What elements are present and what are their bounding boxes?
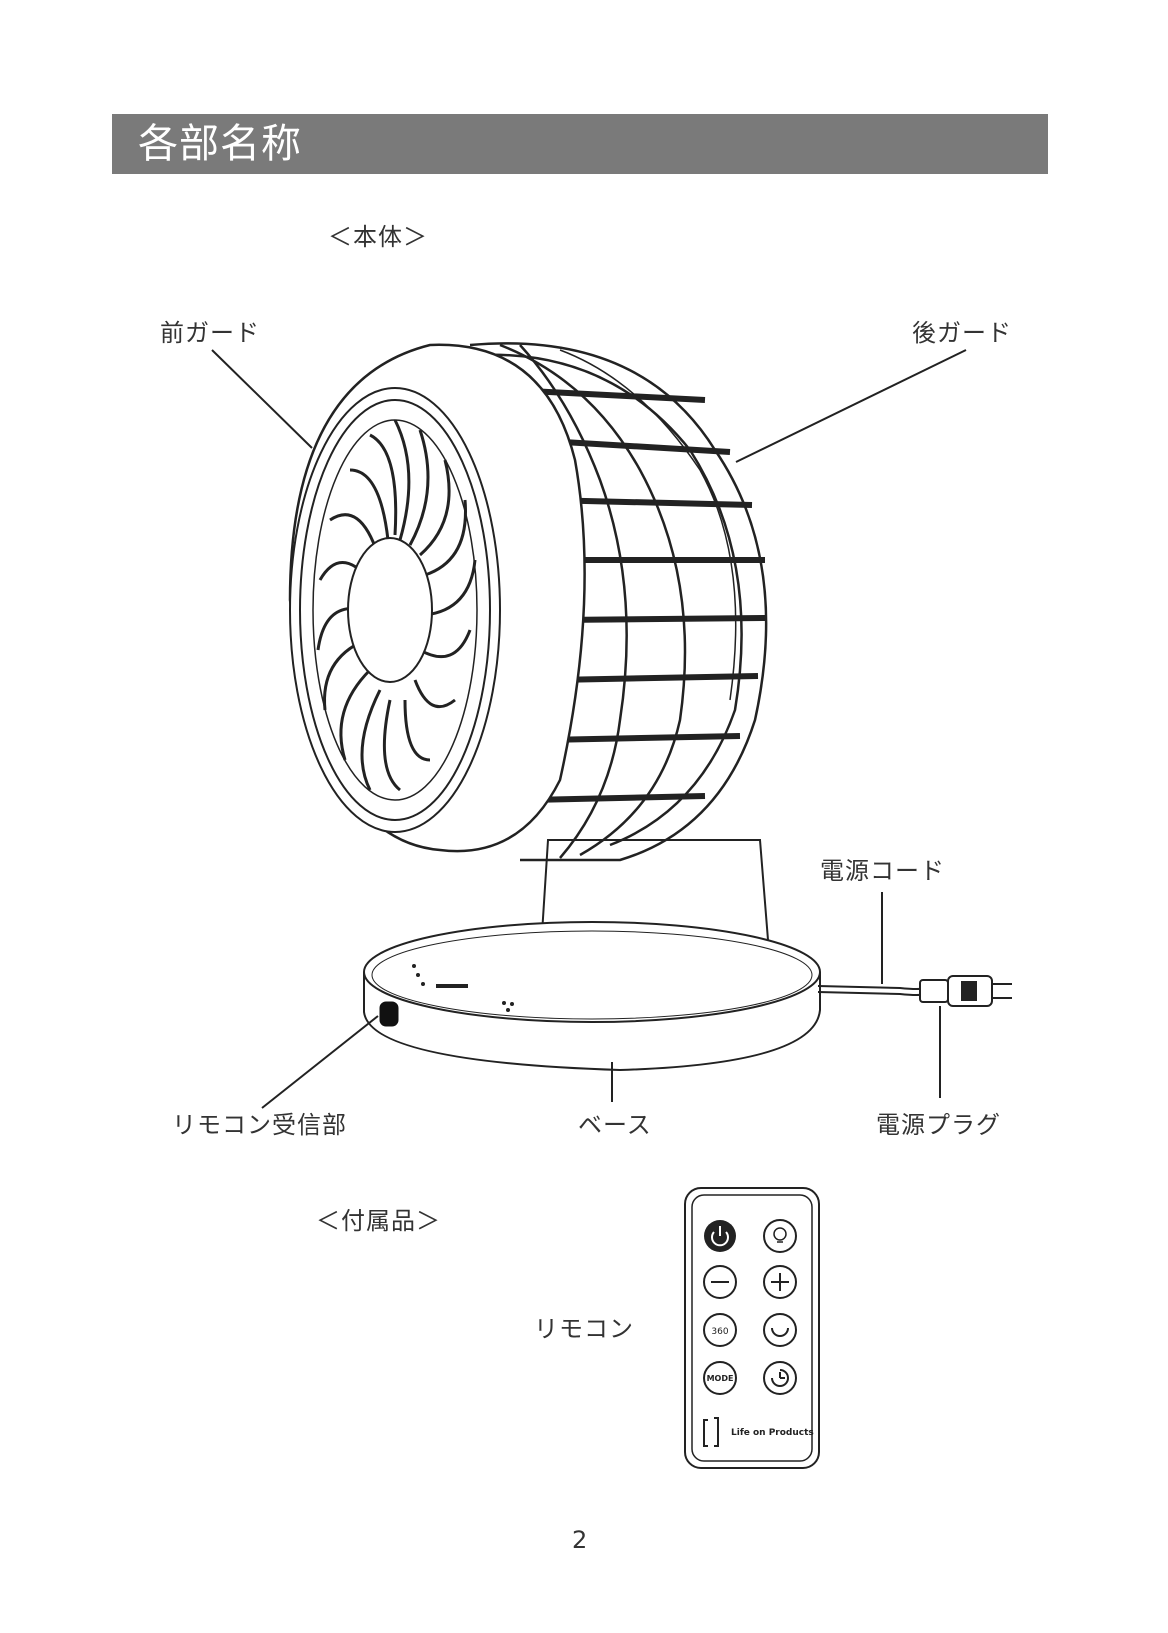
remote-power-button — [704, 1220, 736, 1252]
remote-receiver-window — [380, 1002, 398, 1026]
brand-text: Life on Products — [731, 1428, 814, 1438]
front-guard-hub — [348, 538, 432, 682]
power-plug — [920, 976, 1012, 1006]
mode-label: MODE — [707, 1374, 734, 1383]
page-number: 2 — [572, 1526, 587, 1554]
fan-base — [364, 922, 820, 1070]
power-cord — [818, 986, 926, 995]
remote-control: 360 MODE Life on Products — [685, 1188, 819, 1468]
swing-label: 360 — [711, 1327, 728, 1337]
